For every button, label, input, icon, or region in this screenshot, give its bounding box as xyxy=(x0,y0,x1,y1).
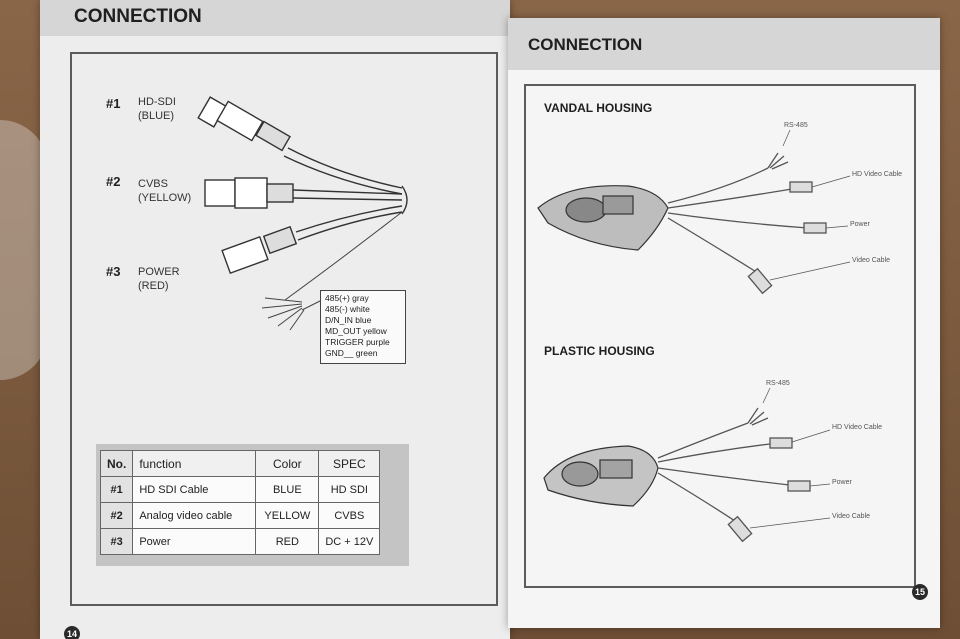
col-header-no: No. xyxy=(99,450,134,477)
cable-2-number: #2 xyxy=(106,174,121,189)
cable-1-color: (BLUE) xyxy=(138,109,175,122)
wire-list-item: MD_OUT yellow xyxy=(325,326,387,336)
vandal-housing-drawing xyxy=(537,185,669,251)
vandal-hd-video-label: HD Video Cable xyxy=(852,171,903,178)
cable-1-label: HD-SDI (BLUE) xyxy=(138,96,176,124)
cable-spec-table: No. function Color SPEC #1 HD SDI Cable … xyxy=(99,450,381,555)
wire-list-item: GND__ green xyxy=(325,348,378,358)
cable-3-name: POWER xyxy=(138,266,180,278)
vandal-rs485-label: RS-485 xyxy=(784,122,808,129)
plastic-rs485-label: RS-485 xyxy=(766,380,790,387)
wire-list-item: TRIGGER purple xyxy=(325,337,390,347)
cable-2-label: CVBS (YELLOW) xyxy=(138,178,191,206)
cable-1-name: HD-SDI xyxy=(138,96,176,108)
cell-color: BLUE xyxy=(255,476,320,503)
wire-color-list: 485(+) gray 485(-) white D/N_IN blue MD_… xyxy=(320,290,406,364)
vandal-housing-title: VANDAL HOUSING xyxy=(544,101,653,115)
cable-diagram xyxy=(197,96,408,331)
loose-wires-drawing xyxy=(261,211,403,331)
hdsdi-connector-drawing xyxy=(197,96,403,195)
cable-3-color: (RED) xyxy=(138,279,169,292)
cell-spec: DC + 12V xyxy=(318,528,381,555)
right-page-header: CONNECTION xyxy=(508,18,940,70)
col-header-color: Color xyxy=(255,450,320,477)
left-page-header: CONNECTION xyxy=(40,0,510,36)
manual-left-page: CONNECTION xyxy=(40,0,510,639)
manual-right-page: CONNECTION VANDAL HOUSING PLASTIC HOUSIN… xyxy=(508,18,940,628)
right-page-number: 15 xyxy=(912,584,928,600)
right-page-title: CONNECTION xyxy=(528,35,643,54)
cable-1-number: #1 xyxy=(106,96,121,111)
cell-no: #1 xyxy=(99,476,134,503)
power-connector-drawing xyxy=(221,205,403,275)
cell-color: YELLOW xyxy=(255,502,320,529)
plastic-housing-drawing xyxy=(543,445,659,507)
cable-2-name: CVBS xyxy=(138,178,168,190)
spec-table-header-row: No. function Color SPEC xyxy=(99,450,381,477)
right-page-frame xyxy=(524,84,916,588)
plastic-power-label: Power xyxy=(832,479,852,486)
cvbs-connector-drawing xyxy=(204,177,403,209)
table-row: #1 HD SDI Cable BLUE HD SDI xyxy=(99,476,381,503)
vandal-cables xyxy=(667,129,851,295)
cable-2-color: (YELLOW) xyxy=(138,191,192,204)
wire-list-item: D/N_IN blue xyxy=(325,315,372,325)
cell-no: #3 xyxy=(99,528,134,555)
col-header-function: function xyxy=(132,450,257,477)
wire-list-item: 485(-) white xyxy=(325,304,370,314)
plastic-cables xyxy=(657,387,831,543)
col-header-spec: SPEC xyxy=(318,450,381,477)
wire-list-item: 485(+) gray xyxy=(325,293,369,303)
plastic-housing-title: PLASTIC HOUSING xyxy=(544,344,655,358)
left-page-title: CONNECTION xyxy=(74,6,202,27)
cell-function: HD SDI Cable xyxy=(132,476,257,503)
left-page-number: 14 xyxy=(64,626,80,639)
cell-function: Analog video cable xyxy=(132,502,257,529)
cable-3-number: #3 xyxy=(106,264,121,279)
cable-3-label: POWER (RED) xyxy=(138,266,180,294)
cell-no: #2 xyxy=(99,502,134,529)
cell-function: Power xyxy=(132,528,257,555)
table-row: #2 Analog video cable YELLOW CVBS xyxy=(99,502,381,529)
vandal-power-label: Power xyxy=(850,221,870,228)
housing-diagrams xyxy=(537,129,851,543)
cell-spec: HD SDI xyxy=(318,476,381,503)
plastic-hd-video-label: HD Video Cable xyxy=(832,424,883,431)
cell-spec: CVBS xyxy=(318,502,381,529)
table-row: #3 Power RED DC + 12V xyxy=(99,528,381,555)
plastic-video-cable-label: Video Cable xyxy=(832,513,871,520)
cell-color: RED xyxy=(255,528,320,555)
vandal-video-cable-label: Video Cable xyxy=(852,257,891,264)
left-page-frame xyxy=(70,52,498,606)
